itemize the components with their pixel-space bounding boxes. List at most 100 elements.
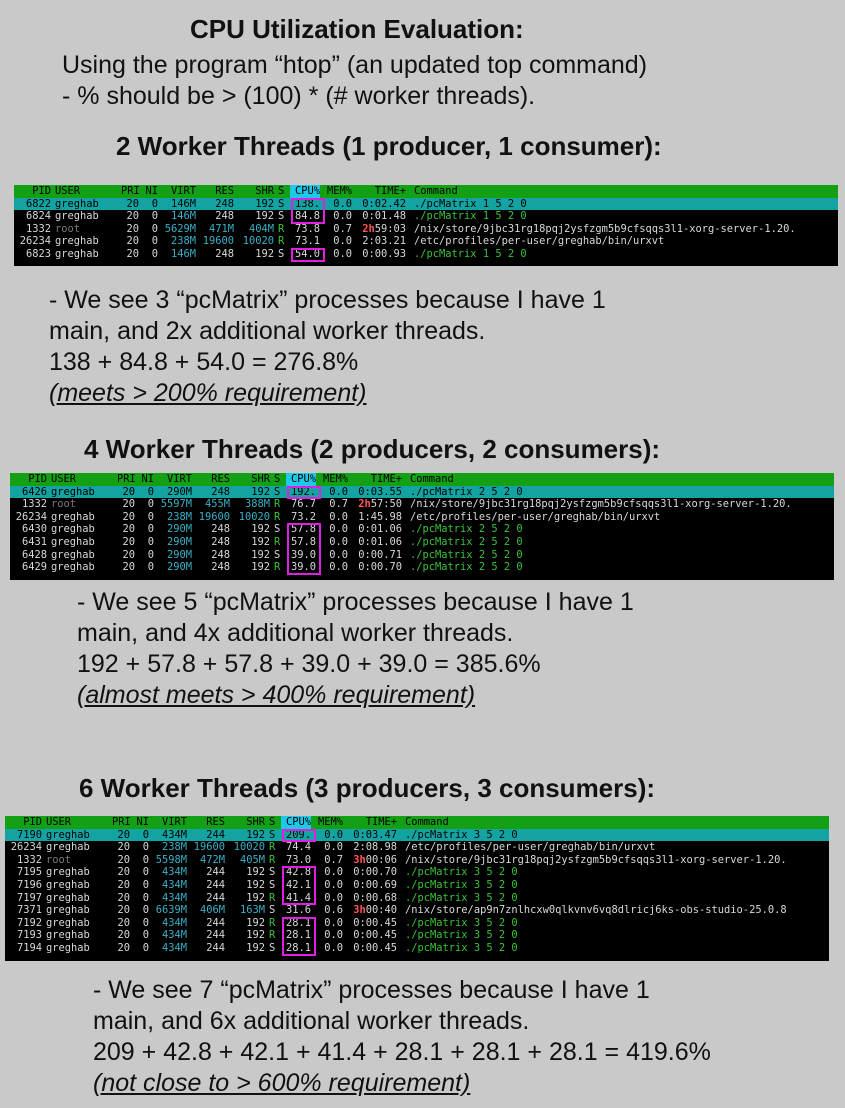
cell-cpu: 192. bbox=[290, 485, 316, 498]
cell-s: S bbox=[269, 878, 276, 891]
cell-time: 3h00:06 bbox=[353, 853, 397, 866]
cell-res: 248 bbox=[211, 485, 230, 498]
cell-res: 19600 bbox=[202, 235, 234, 248]
cell-virt: 6639M bbox=[155, 904, 187, 917]
cell-res: 248 bbox=[211, 548, 230, 561]
cell-shr: 10020 bbox=[233, 841, 265, 854]
cell-res: 244 bbox=[206, 866, 225, 879]
column-header-ni: NI bbox=[145, 185, 158, 197]
cell-mem: 0.0 bbox=[329, 535, 348, 548]
cell-cpu: 74.4 bbox=[285, 841, 311, 854]
cell-time: 0:00.69 bbox=[353, 878, 397, 891]
cell-pid: 26234 bbox=[10, 841, 42, 854]
column-header-pri: PRI bbox=[117, 473, 136, 485]
cell-pid: 7197 bbox=[16, 891, 42, 904]
cell-s: S bbox=[274, 548, 281, 561]
cell-cmd: /nix/store/ap9n7znlhcxw0qlkvnv6vq8dlricj… bbox=[405, 904, 787, 917]
cell-cmd: ./pcMatrix 1 5 2 0 bbox=[414, 247, 527, 260]
cell-res: 244 bbox=[206, 929, 225, 942]
cell-res: 471M bbox=[208, 222, 234, 235]
column-header-mem: MEM% bbox=[317, 816, 343, 828]
cell-pid: 1332 bbox=[21, 498, 47, 511]
cell-time: 0:00.70 bbox=[353, 866, 397, 879]
cell-user: greghab bbox=[51, 535, 95, 548]
column-header-mem: MEM% bbox=[322, 473, 348, 485]
column-header-cpu: CPU% bbox=[290, 185, 320, 198]
cell-virt: 434M bbox=[161, 891, 187, 904]
cell-shr: 388M bbox=[244, 498, 270, 511]
cell-s: R bbox=[269, 853, 276, 866]
cell-mem: 0.0 bbox=[324, 941, 343, 954]
cell-virt: 238M bbox=[170, 235, 196, 248]
cell-cmd: ./pcMatrix 3 5 2 0 bbox=[405, 916, 518, 929]
cell-res: 248 bbox=[211, 523, 230, 536]
cell-pid: 6429 bbox=[21, 561, 47, 574]
cell-shr: 192 bbox=[255, 197, 274, 210]
cell-res: 244 bbox=[206, 916, 225, 929]
column-header-virt: VIRT bbox=[170, 185, 196, 197]
cell-user: greghab bbox=[51, 523, 95, 536]
column-header-pid: PID bbox=[23, 816, 42, 828]
cell-virt: 290M bbox=[166, 485, 192, 498]
cell-time: 0:00.71 bbox=[358, 548, 402, 561]
cell-shr: 192 bbox=[246, 941, 265, 954]
cell-mem: 0.0 bbox=[333, 210, 352, 223]
column-header-s: S bbox=[278, 185, 285, 197]
column-header-ni: NI bbox=[136, 816, 149, 828]
cell-virt: 434M bbox=[161, 941, 187, 954]
section-notes: - We see 3 “pcMatrix” processes because … bbox=[49, 285, 606, 409]
column-header-pri: PRI bbox=[112, 816, 131, 828]
cell-time: 0:00.45 bbox=[353, 941, 397, 954]
cell-ni: 0 bbox=[142, 929, 149, 942]
cell-cpu: 54.0 bbox=[294, 247, 320, 260]
cell-user: greghab bbox=[51, 485, 95, 498]
intro-line: Using the program “htop” (an updated top… bbox=[62, 51, 648, 79]
cell-cmd: ./pcMatrix 3 5 2 0 bbox=[405, 929, 518, 942]
cell-cmd: ./pcMatrix 1 5 2 0 bbox=[414, 197, 527, 210]
note-line: - We see 7 “pcMatrix” processes because … bbox=[93, 976, 650, 1004]
cell-pri: 20 bbox=[122, 523, 135, 536]
cell-time: 0:00.68 bbox=[353, 891, 397, 904]
cell-time: 0:01.06 bbox=[358, 523, 402, 536]
cell-cmd: /nix/store/9jbc31rg18pqj2ysfzgm5b9cfsqqs… bbox=[410, 498, 792, 511]
cell-shr: 192 bbox=[246, 828, 265, 841]
cell-time: 2:03.21 bbox=[362, 235, 406, 248]
column-header-command: Command bbox=[405, 816, 449, 828]
cell-shr: 192 bbox=[251, 485, 270, 498]
cell-s: R bbox=[278, 235, 285, 248]
cell-s: R bbox=[274, 561, 281, 574]
cell-mem: 0.0 bbox=[324, 929, 343, 942]
cell-pid: 7371 bbox=[16, 904, 42, 917]
cell-user: greghab bbox=[46, 841, 90, 854]
cell-cpu: 28.1 bbox=[285, 929, 311, 942]
cell-virt: 290M bbox=[166, 523, 192, 536]
cell-ni: 0 bbox=[142, 941, 149, 954]
column-header-shr: SHR bbox=[246, 816, 265, 828]
cell-mem: 0.0 bbox=[329, 485, 348, 498]
cell-ni: 0 bbox=[142, 916, 149, 929]
sum-line: 192 + 57.8 + 57.8 + 39.0 + 39.0 = 385.6% bbox=[77, 650, 541, 678]
cell-cpu: 42.8 bbox=[285, 866, 311, 879]
